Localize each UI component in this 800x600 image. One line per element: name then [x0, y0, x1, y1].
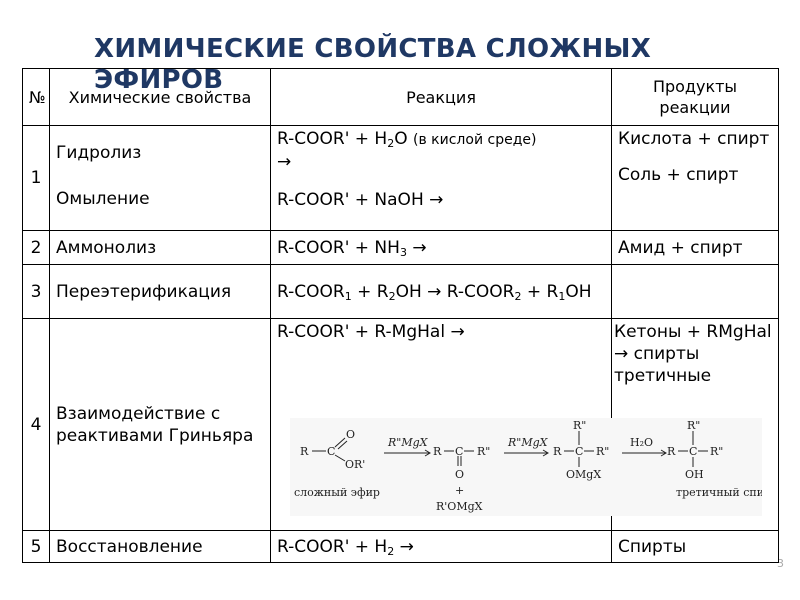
scheme-r-4: R — [667, 445, 676, 458]
scheme-r-dd-1: R" — [477, 445, 490, 458]
scheme-c-4: C — [689, 445, 697, 458]
table-row: 1 Гидролиз Омыление R-COOR' + H2O (в кис… — [22, 125, 779, 231]
scheme-c-3: C — [575, 445, 583, 458]
page-number: 3 — [777, 557, 784, 570]
grignard-scheme-svg: R C O OR' R"MgX R C R" O + R'OMgX R"MgX … — [294, 419, 777, 513]
product-transesterification — [611, 264, 779, 319]
scheme-r-dd-5: R" — [687, 419, 700, 432]
grignard-reaction-scheme: R C O OR' R"MgX R C R" O + R'OMgX R"MgX … — [290, 418, 777, 516]
scheme-reagent-1: R"MgX — [387, 436, 429, 449]
scheme-reagent-2: R"MgX — [507, 436, 549, 449]
property-ammonolysis: Аммонолиз — [49, 230, 271, 265]
scheme-plus: + — [455, 484, 464, 497]
property-saponification: Омыление — [56, 189, 150, 209]
table-row: 3 Переэтерификация R-COOR1 + R2OH → R-CO… — [22, 264, 779, 319]
scheme-oh: OH — [685, 468, 704, 481]
header-property: Химические свойства — [49, 68, 271, 126]
reaction-condition: (в кислой среде) — [413, 132, 537, 148]
table-row: 2 Аммонолиз R-COOR' + NH3 → Амид + спирт — [22, 230, 779, 265]
slide-title: ХИМИЧЕСКИЕ СВОЙСТВА СЛОЖНЫХ ЭФИРОВ — [94, 34, 652, 95]
scheme-r-dd-3: R" — [573, 419, 586, 432]
table-header-row: № Химические свойства Реакция Продукты р… — [22, 68, 779, 126]
property-transesterification: Переэтерификация — [49, 264, 271, 319]
row-number: 5 — [22, 530, 50, 563]
scheme-or-prime: OR' — [345, 458, 365, 471]
scheme-label-alcohol: третичный спирт — [676, 486, 762, 499]
product-ammonolysis: Амид + спирт — [611, 230, 779, 265]
row-number: 2 — [22, 230, 50, 265]
scheme-r-3: R — [553, 445, 562, 458]
scheme-r-2: R — [433, 445, 442, 458]
scheme-romgx: R'OMgX — [436, 500, 483, 513]
product-saponification: Соль + спирт — [618, 165, 739, 185]
scheme-c-2: C — [455, 445, 463, 458]
scheme-r-dd-2: R" — [596, 445, 609, 458]
property-hydrolysis: Гидролиз — [56, 143, 142, 163]
product-cell: Кислота + спирт Соль + спирт — [611, 125, 779, 231]
scheme-o-2: O — [455, 468, 464, 481]
reaction-reduction: R-COOR' + H2 → — [270, 530, 612, 563]
scheme-label-ester: сложный эфир — [294, 486, 380, 499]
product-hydrolysis: Кислота + спирт — [618, 129, 770, 149]
property-reduction: Восстановление — [49, 530, 271, 563]
row-number: 1 — [22, 125, 50, 231]
scheme-o: O — [346, 428, 355, 441]
header-num: № — [22, 68, 50, 126]
reaction-transesterification: R-COOR1 + R2OH → R-COOR2 + R1OH — [270, 264, 612, 319]
scheme-reagent-3: H₂O — [630, 436, 653, 449]
scheme-r-dd-4: R" — [710, 445, 723, 458]
reaction-cell: R-COOR' + H2O (в кислой среде) → R-COOR'… — [270, 125, 612, 231]
table-row: 5 Восстановление R-COOR' + H2 → Спирты — [22, 530, 779, 563]
product-reduction: Спирты — [611, 530, 779, 563]
row-number: 3 — [22, 264, 50, 319]
reaction-saponification: R-COOR' + NaOH → — [277, 190, 444, 210]
scheme-r: R — [300, 445, 309, 458]
reaction-ammonolysis: R-COOR' + NH3 → — [270, 230, 612, 265]
scheme-omgx: OMgX — [566, 468, 601, 481]
header-products: Продукты реакции — [611, 68, 779, 126]
row-number: 4 — [22, 318, 50, 531]
property-grignard: Взаимодействие с реактивами Гриньяра — [49, 318, 271, 531]
reaction-arrow: → — [277, 152, 292, 172]
reaction-hydrolysis: R-COOR' + H2O (в кислой среде) — [277, 129, 537, 150]
scheme-c: C — [327, 445, 335, 458]
property-cell: Гидролиз Омыление — [49, 125, 271, 231]
